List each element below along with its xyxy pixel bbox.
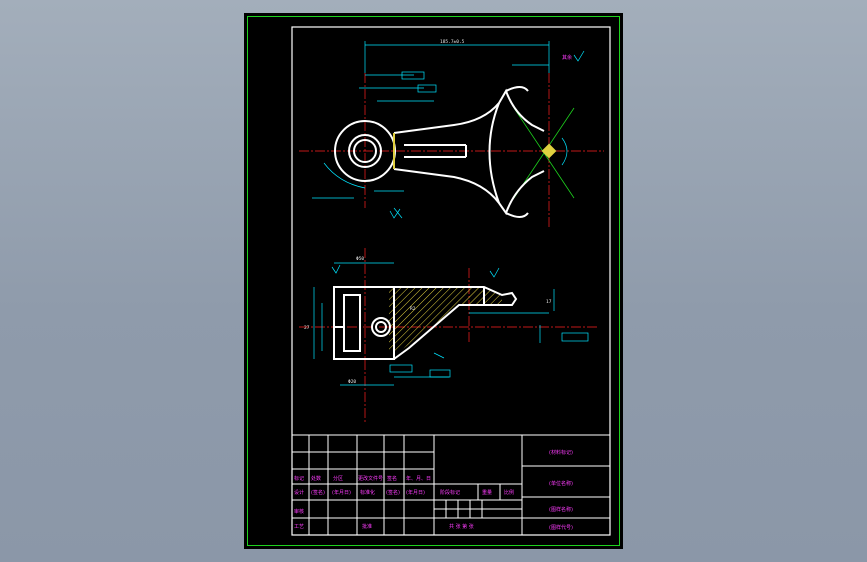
label-approve: 批准 xyxy=(362,523,372,530)
label-weight: 重量 xyxy=(482,489,492,496)
label-design-date: (年月日) xyxy=(332,489,351,496)
dim-radius: R2 xyxy=(410,306,416,312)
label-standard-sign: (签名) xyxy=(386,489,400,496)
top-view-centerlines xyxy=(299,73,604,228)
label-change-doc: 更改文件号 xyxy=(358,475,383,482)
label-stage: 阶段标记 xyxy=(440,489,460,496)
label-process: 工艺 xyxy=(294,524,304,530)
section-hatch xyxy=(389,287,502,353)
sheet-outer-border xyxy=(247,16,620,546)
title-block: 标记 处数 分区 更改文件号 签名 年、月、日 设计 (签名) (年月日) 标准… xyxy=(291,434,611,536)
roughness-note: 其余 xyxy=(562,54,572,61)
dim-height: 27 xyxy=(304,325,310,331)
top-view: 185.7±0.5 其余 xyxy=(299,39,604,228)
label-design-sign: (签名) xyxy=(311,489,325,496)
sheet-count: 共 张 第 张 xyxy=(449,523,474,530)
label-mark: 标记 xyxy=(294,475,304,482)
label-standard-date: (年月日) xyxy=(406,489,425,496)
drawing-name: (图样名称) xyxy=(549,506,573,513)
top-view-part-outline xyxy=(334,86,557,218)
dim-phi-50: Φ50 xyxy=(356,256,364,262)
dim-phi-20: Φ20 xyxy=(348,379,356,385)
label-standard: 标准化 xyxy=(360,489,375,496)
title-block-grid xyxy=(291,434,611,536)
label-signature: 签名 xyxy=(387,475,397,482)
dim-overall-length: 185.7±0.5 xyxy=(440,39,465,45)
label-review: 审核 xyxy=(294,508,304,515)
top-view-dimensions xyxy=(312,41,585,219)
label-design: 设计 xyxy=(294,489,304,496)
material-mark: (材料标记) xyxy=(549,449,573,456)
cad-drawing-sheet: 185.7±0.5 其余 xyxy=(247,16,620,546)
drawing-viewport[interactable]: 185.7±0.5 其余 xyxy=(244,13,623,549)
front-view-dimensions xyxy=(313,262,589,386)
label-date: 年、月、日 xyxy=(406,475,431,482)
drawing-code: (图样代号) xyxy=(549,524,573,531)
label-scale: 比例 xyxy=(504,489,514,496)
front-view-part-outline xyxy=(333,286,518,360)
label-zone: 分区 xyxy=(333,475,343,482)
company-name: (单位名称) xyxy=(549,480,573,487)
drawing-frame xyxy=(291,26,611,536)
dim-width: 17 xyxy=(546,299,552,305)
front-view: Φ50 Φ20 R2 27 17 xyxy=(299,248,599,423)
label-count: 处数 xyxy=(311,475,321,482)
